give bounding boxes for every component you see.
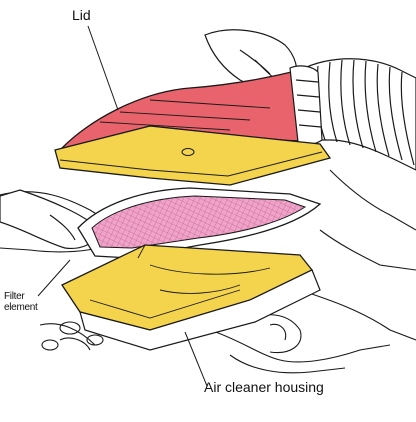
lid-leader [88, 26, 118, 110]
lid-label: Lid [72, 8, 91, 23]
filter-element-label: Filter element [4, 292, 44, 313]
housing-label: Air cleaner housing [204, 380, 324, 395]
housing-leader [185, 332, 207, 386]
lid-fastener [182, 149, 194, 156]
